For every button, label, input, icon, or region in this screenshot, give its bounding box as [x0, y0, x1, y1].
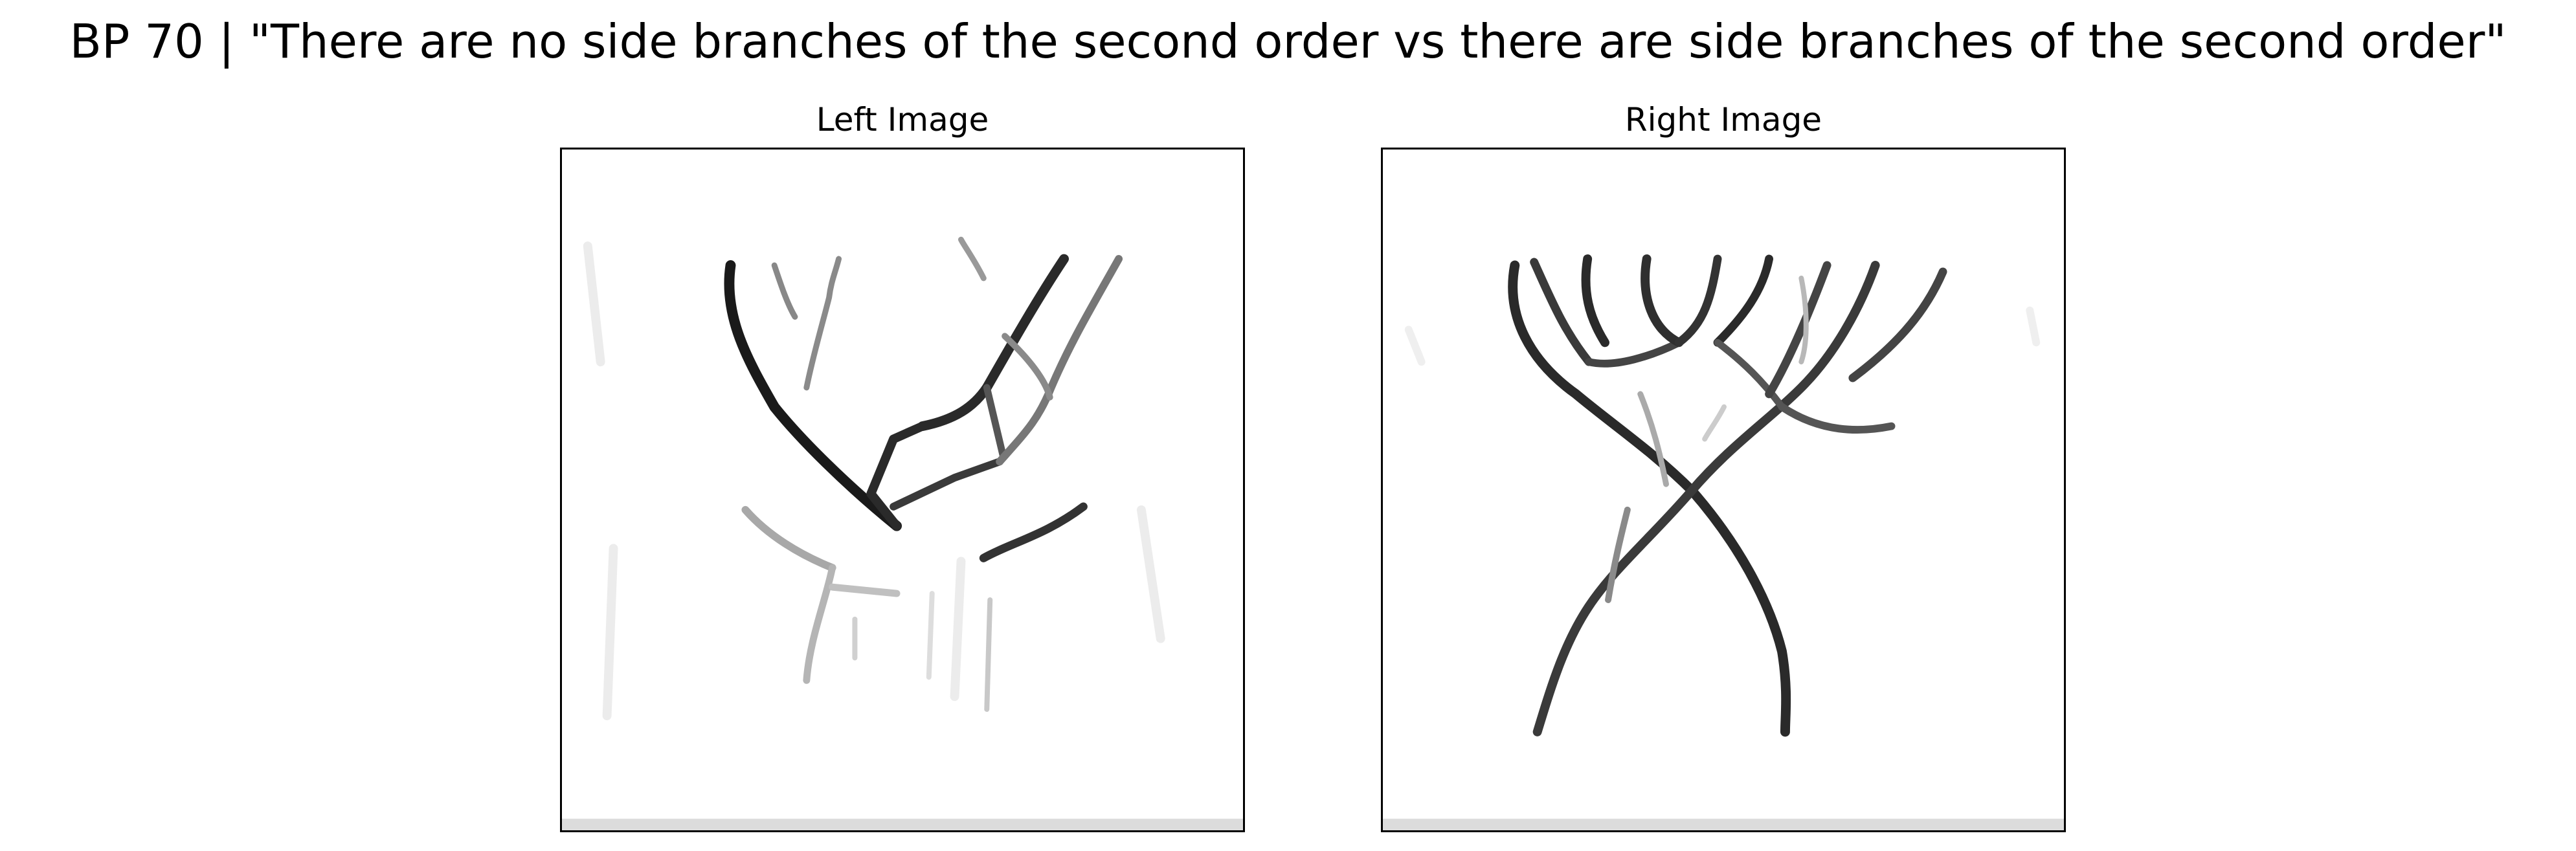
left-image-panel — [560, 148, 1245, 832]
right-main-branches — [1508, 254, 1947, 737]
left-dark-branches — [724, 236, 1123, 562]
bottom-edge-shade — [562, 819, 1243, 830]
left-branch-drawing — [562, 236, 1243, 830]
bottom-edge-shade — [1383, 819, 2064, 830]
left-image-title: Left Image — [816, 101, 989, 138]
figure-title: BP 70 | "There are no side branches of t… — [69, 14, 2507, 69]
right-faint-background-marks — [1404, 306, 2041, 366]
right-branch-drawing — [1383, 254, 2064, 830]
left-faint-background-marks — [583, 241, 1165, 720]
right-image-title: Right Image — [1624, 101, 1822, 138]
left-light-branches — [741, 505, 993, 713]
right-image-panel — [1381, 148, 2066, 832]
